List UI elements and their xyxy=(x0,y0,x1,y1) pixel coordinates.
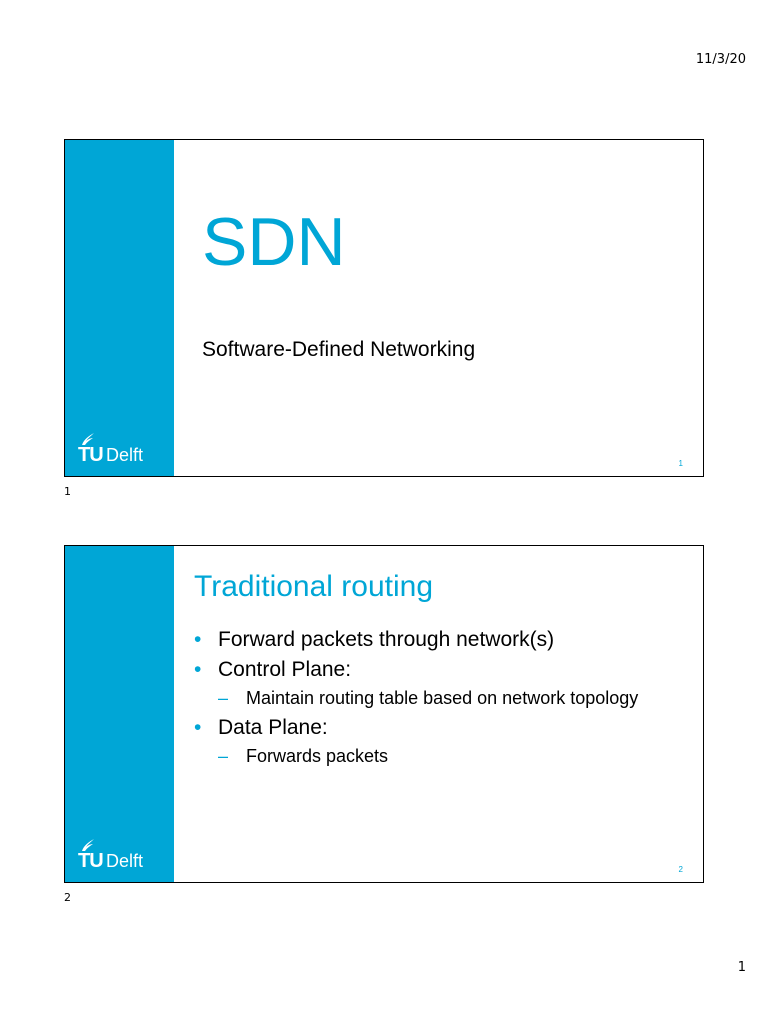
logo-text: Delft xyxy=(106,851,144,871)
slide-sidebar: TU Delft xyxy=(65,140,174,476)
logo-text: Delft xyxy=(106,445,144,465)
bullet-text: Forward packets through network(s) xyxy=(218,628,555,651)
bullet-dot-icon: • xyxy=(194,628,202,651)
bullet-dot-icon: • xyxy=(194,658,202,682)
bullet-text: Data Plane: xyxy=(218,715,328,739)
bullet-item: • Control Plane: – Maintain routing tabl… xyxy=(194,658,684,710)
bullet-list: • Forward packets through network(s) • C… xyxy=(194,628,684,774)
logo-mark-text: TU xyxy=(78,850,104,872)
slide-subtitle: Software-Defined Networking xyxy=(202,338,476,361)
sub-bullet-item: – Forwards packets xyxy=(218,746,684,768)
slide-caption: 1 xyxy=(64,485,71,498)
slide-2: TU Delft Traditional routing • Forward p… xyxy=(64,545,704,883)
slide-1: TU Delft SDN Software-Defined Networking… xyxy=(64,139,704,477)
slide-title: Traditional routing xyxy=(194,570,434,603)
tudelft-flame-icon xyxy=(82,433,94,445)
tudelft-logo: TU Delft xyxy=(78,838,144,872)
sub-bullet-list: – Maintain routing table based on networ… xyxy=(218,688,684,710)
page-date: 11/3/20 xyxy=(695,52,746,67)
logo-mark-text: TU xyxy=(78,444,104,466)
slide-title: SDN xyxy=(202,204,346,280)
bullet-text: Control Plane: xyxy=(218,658,352,682)
sub-bullet-text: Forwards packets xyxy=(246,746,389,767)
bullet-dot-icon: • xyxy=(194,715,202,739)
slide-caption: 2 xyxy=(64,891,71,904)
slide-number: 1 xyxy=(678,459,683,468)
dash-icon: – xyxy=(218,746,229,767)
slide-number: 2 xyxy=(678,865,683,874)
tudelft-logo: TU Delft xyxy=(78,432,144,466)
sub-bullet-item: – Maintain routing table based on networ… xyxy=(218,688,684,710)
slide-sidebar: TU Delft xyxy=(65,546,174,882)
sub-bullet-list: – Forwards packets xyxy=(218,746,684,768)
dash-icon: – xyxy=(218,688,229,709)
page-number: 1 xyxy=(737,960,746,975)
sub-bullet-text: Maintain routing table based on network … xyxy=(246,688,639,709)
tudelft-flame-icon xyxy=(82,839,94,851)
bullet-item: • Forward packets through network(s) xyxy=(194,628,684,652)
bullet-item: • Data Plane: – Forwards packets xyxy=(194,716,684,768)
